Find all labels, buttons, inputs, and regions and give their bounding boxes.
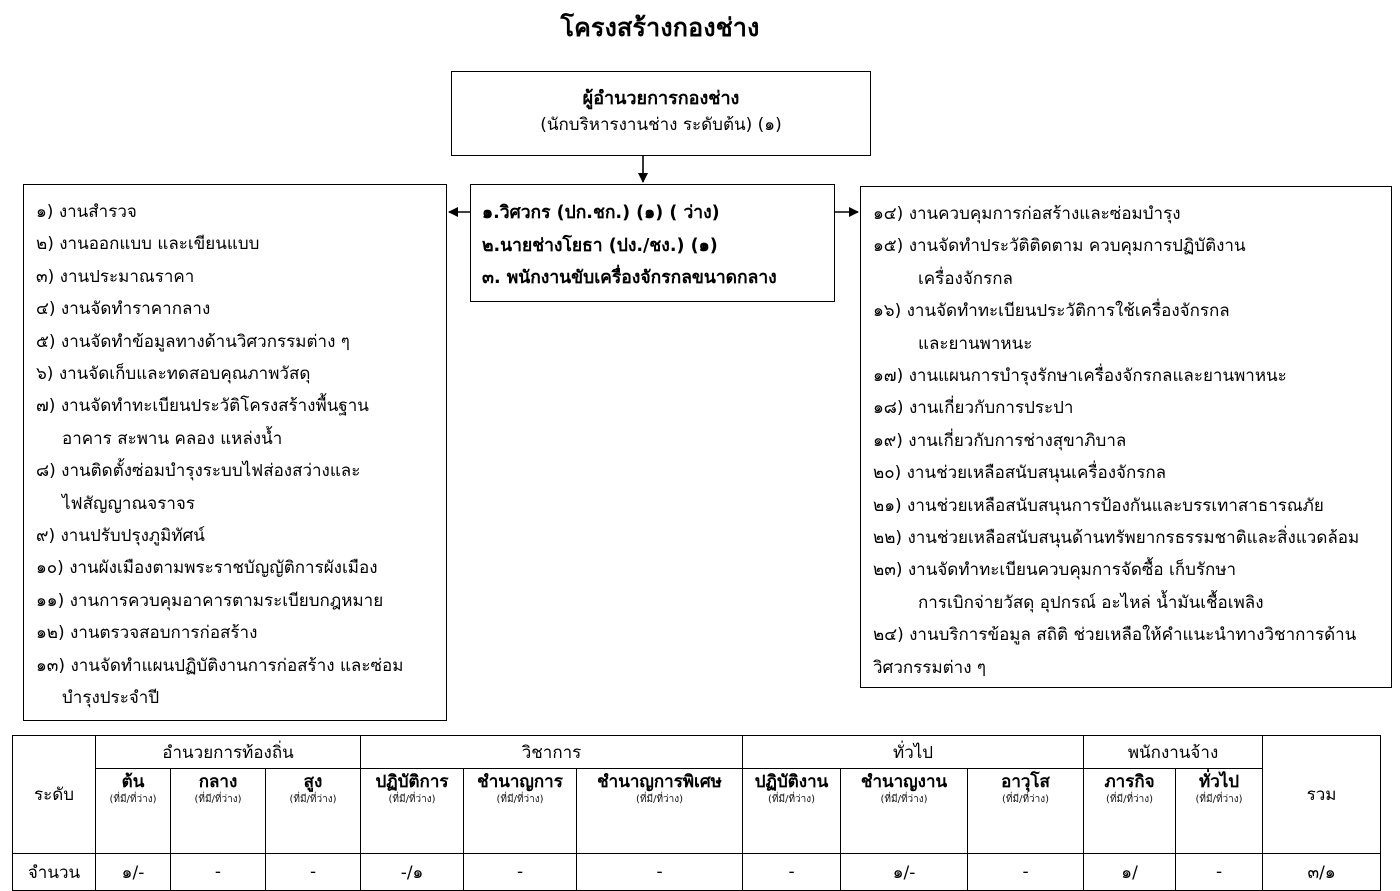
table-count-row: จำนวน ๑/- - - -/๑ - - - ๑/- - ๑/ - ๓/๑ <box>12 853 1382 891</box>
task-item: ๑๖) งานจัดทำทะเบียนประวัติการใช้เครื่องจ… <box>873 301 1230 322</box>
task-item: ๑๓) งานจัดทำแผนปฏิบัติงานการก่อสร้าง และ… <box>36 655 404 676</box>
task-item: ๖) งานจัดเก็บและทดสอบคุณภาพวัสดุ <box>36 364 311 385</box>
table-group-row: ระดับ อำนวยการท้องถิ่น วิชาการ ทั่วไป พน… <box>12 735 1382 854</box>
count-cell: ๑/- <box>95 853 171 891</box>
subheader-note: (ที่มี/ที่ว่าง) <box>109 794 157 805</box>
total-cell: ๓/๑ <box>1262 853 1382 891</box>
subheader-cell: ชำนาญงาน (ที่มี/ที่ว่าง) <box>840 768 969 854</box>
subheader-note: (ที่มี/ที่ว่าง) <box>194 794 242 805</box>
task-item: ๑๙) งานเกี่ยวกับการช่างสุขาภิบาล <box>873 430 1127 451</box>
task-item: ๒๔) งานบริการข้อมูล สถิติ ช่วยเหลือให้คำ… <box>873 625 1357 646</box>
count-cell: - <box>576 853 744 891</box>
count-cell: ๑/ <box>1083 853 1177 891</box>
task-item: ๑๔) งานควบคุมการก่อสร้างและซ่อมบำรุง <box>873 204 1181 224</box>
count-cell: - <box>170 853 266 891</box>
subheader-label: อาวุโส <box>1001 772 1050 792</box>
subheader-cell: ปฏิบัติการ (ที่มี/ที่ว่าง) <box>360 768 465 854</box>
task-item: ๑๐) งานผังเมืองตามพระราชบัญญัติการผังเมื… <box>36 558 378 579</box>
subheader-cell: ทั่วไป (ที่มี/ที่ว่าง) <box>1175 768 1264 854</box>
subheader-cell: ชำนาญการ (ที่มี/ที่ว่าง) <box>463 768 578 854</box>
right-task-box: ๑๔) งานควบคุมการก่อสร้างและซ่อมบำรุง ๑๕)… <box>860 186 1392 688</box>
task-item: ๒) งานออกแบบ และเขียนแบบ <box>36 234 260 255</box>
task-item: ๒๒) งานช่วยเหลือสนับสนุนด้านทรัพยากรธรรม… <box>873 528 1360 549</box>
task-item: ๓) งานประมาณราคา <box>36 266 195 287</box>
count-cell: - <box>264 853 362 891</box>
task-item-continued: อาคาร สะพาน คลอง แหล่งน้ำ <box>62 428 283 449</box>
page-title: โครงสร้างกองช่าง <box>560 13 760 42</box>
subheader-cell: ชำนาญการพิเศษ (ที่มี/ที่ว่าง) <box>576 768 744 854</box>
count-label: จำนวน <box>12 853 96 891</box>
director-box: ผู้อำนวยการกองช่าง (นักบริหารงานช่าง ระด… <box>451 71 871 156</box>
task-item: ๑๗) งานแผนการบำรุงรักษาเครื่องจักรกลและย… <box>873 366 1287 387</box>
task-item-continued: วิศวกรรมต่าง ๆ <box>873 657 987 678</box>
subheader-note: (ที่มี/ที่ว่าง) <box>289 794 337 805</box>
subheader-label: ชำนาญการพิเศษ <box>597 772 722 792</box>
group-header: ทั่วไป <box>742 735 1085 769</box>
subheader-label: ปฏิบัติการ <box>375 772 449 792</box>
staff-item: ๒.นายช่างโยธา (ปง./ชง.) (๑) <box>482 235 718 256</box>
count-cell: ๑/- <box>840 853 969 891</box>
subheader-label: ภารกิจ <box>1104 772 1155 792</box>
count-cell: - <box>967 853 1085 891</box>
subheader-cell: อาวุโส (ที่มี/ที่ว่าง) <box>967 768 1085 854</box>
subheader-cell: ปฏิบัติงาน (ที่มี/ที่ว่าง) <box>742 768 842 854</box>
count-cell: -/๑ <box>360 853 465 891</box>
table-subheader-row: ต้น (ที่มี/ที่ว่าง) กลาง (ที่มี/ที่ว่าง) ส… <box>13 768 1381 854</box>
task-item-continued: การเบิกจ่ายวัสดุ อุปกรณ์ อะไหล่ น้ำมันเช… <box>918 592 1264 613</box>
subheader-note: (ที่มี/ที่ว่าง) <box>388 794 436 805</box>
subheader-cell: ต้น (ที่มี/ที่ว่าง) <box>95 768 171 854</box>
subheader-label: ทั่วไป <box>1199 772 1240 792</box>
subheader-label: ชำนาญการ <box>477 772 563 792</box>
task-item: ๑๑) งานการควบคุมอาคารตามระเบียบกฎหมาย <box>36 590 384 611</box>
subheader-note: (ที่มี/ที่ว่าง) <box>1106 794 1154 805</box>
subheader-label: ชำนาญงาน <box>860 772 948 792</box>
subheader-label: ปฏิบัติงาน <box>754 772 829 792</box>
task-item-continued: บำรุงประจำปี <box>62 688 160 709</box>
task-item: ๕) งานจัดทำข้อมูลทางด้านวิศวกรรมต่าง ๆ <box>36 331 350 352</box>
subheader-label: ต้น <box>121 772 145 792</box>
subheader-note: (ที่มี/ที่ว่าง) <box>880 794 928 805</box>
staff-box: ๑.วิศวกร (ปก.ชก.) (๑) ( ว่าง) ๒.นายช่างโ… <box>470 184 835 302</box>
task-item-continued: เครื่องจักรกล <box>918 268 1013 289</box>
count-cell: - <box>1175 853 1264 891</box>
task-item-continued: ไฟสัญญาณจราจร <box>62 493 195 514</box>
subheader-note: (ที่มี/ที่ว่าง) <box>767 794 816 805</box>
subheader-cell: ภารกิจ (ที่มี/ที่ว่าง) <box>1083 768 1177 854</box>
group-header: พนักงานจ้าง <box>1083 735 1264 769</box>
task-item: ๗) งานจัดทำทะเบียนประวัติโครงสร้างพื้นฐา… <box>36 396 369 417</box>
position-summary-table: ระดับ อำนวยการท้องถิ่น วิชาการ ทั่วไป พน… <box>12 735 1382 891</box>
task-item: ๒๑) งานช่วยเหลือสนับสนุนการป้องกันและบรร… <box>873 495 1324 516</box>
group-header: อำนวยการท้องถิ่น <box>94 735 362 769</box>
subheader-note: (ที่มี/ที่ว่าง) <box>1195 794 1243 805</box>
task-item: ๒๐) งานช่วยเหลือสนับสนุนเครื่องจักรกล <box>873 463 1167 484</box>
subheader-note: (ที่มี/ที่ว่าง) <box>1002 794 1050 805</box>
subheader-cell: กลาง (ที่มี/ที่ว่าง) <box>170 768 266 854</box>
group-header: วิชาการ <box>360 735 744 769</box>
task-item: ๙) งานปรับปรุงภูมิทัศน์ <box>36 526 205 547</box>
staff-item: ๓. พนักงานขับเครื่องจักรกลขนาดกลาง <box>482 268 777 288</box>
left-task-box: ๑) งานสำรวจ ๒) งานออกแบบ และเขียนแบบ ๓) … <box>23 184 447 721</box>
task-item: ๘) งานติดตั้งซ่อมบำรุงระบบไฟส่องสว่างและ <box>36 461 361 482</box>
task-item: ๔) งานจัดทำราคากลาง <box>36 299 211 320</box>
count-cell: - <box>742 853 842 891</box>
task-item-continued: และยานพาหนะ <box>918 333 1033 354</box>
task-item: ๑๕) งานจัดทำประวัติติดตาม ควบคุมการปฏิบั… <box>873 236 1246 257</box>
subheader-label: กลาง <box>198 772 238 792</box>
total-header: รวม <box>1262 735 1382 854</box>
task-item: ๑๒) งานตรวจสอบการก่อสร้าง <box>36 623 258 644</box>
level-header: ระดับ <box>12 735 96 854</box>
director-name: ผู้อำนวยการกองช่าง <box>582 88 740 109</box>
subheader-note: (ที่มี/ที่ว่าง) <box>635 794 684 805</box>
director-position: (นักบริหารงานช่าง ระดับต้น) (๑) <box>540 115 782 135</box>
staff-item: ๑.วิศวกร (ปก.ชก.) (๑) ( ว่าง) <box>482 203 720 223</box>
count-cell: - <box>463 853 578 891</box>
subheader-label: สูง <box>303 772 323 792</box>
subheader-cell: สูง (ที่มี/ที่ว่าง) <box>264 768 362 854</box>
task-item: ๑) งานสำรวจ <box>36 202 137 222</box>
task-item: ๑๘) งานเกี่ยวกับการประปา <box>873 398 1074 419</box>
task-item: ๒๓) งานจัดทำทะเบียนควบคุมการจัดซื้อ เก็บ… <box>873 560 1237 581</box>
subheader-note: (ที่มี/ที่ว่าง) <box>496 794 544 805</box>
